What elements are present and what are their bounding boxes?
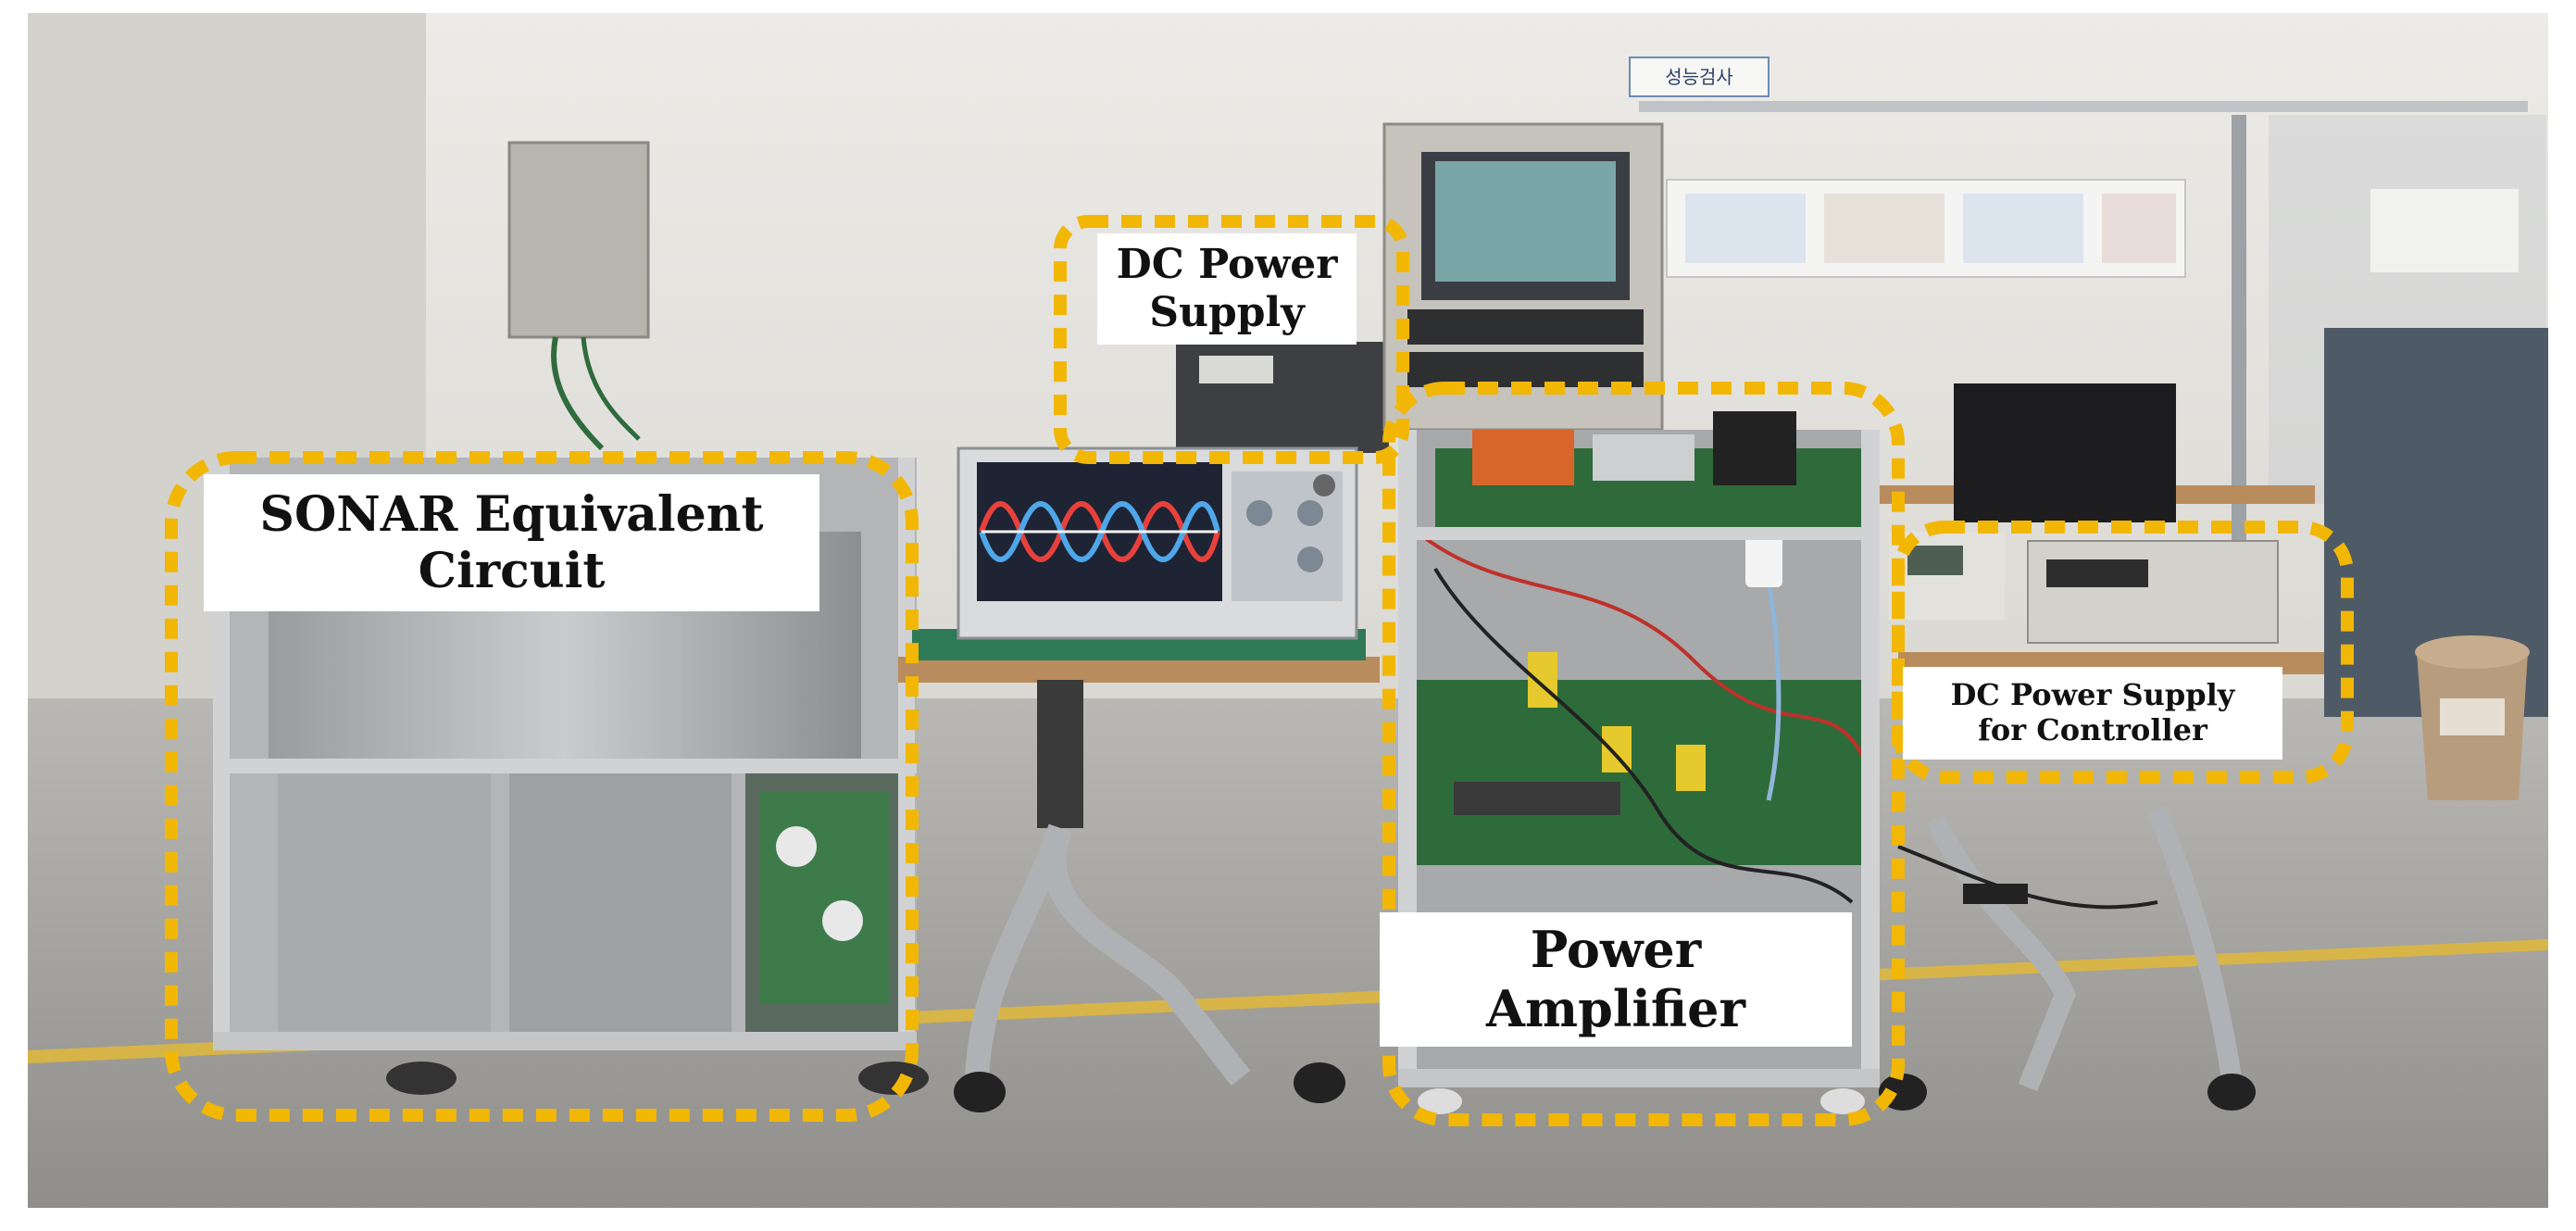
power-amplifier-label: Power Amplifier	[1380, 912, 1852, 1047]
sonar-label-line2: Circuit	[418, 543, 606, 599]
dc-power-supply-label: DC Power Supply	[1097, 233, 1357, 345]
oscilloscope	[957, 446, 1358, 640]
dc-supply-label-line1: DC Power	[1116, 241, 1338, 289]
dc-supply-outline	[1054, 215, 1409, 464]
controller-label-line2: for Controller	[1978, 712, 2207, 747]
controller-outline	[1892, 521, 2354, 784]
amplifier-label-line2: Amplifier	[1486, 978, 1745, 1038]
rack-tower	[1382, 122, 1664, 432]
sonar-label-line1: SONAR Equivalent	[259, 485, 764, 543]
sonar-outline	[165, 451, 919, 1122]
trash-bin	[2415, 635, 2530, 800]
oscilloscope-table	[898, 629, 1380, 1112]
controller-label-line1: DC Power Supply	[1950, 677, 2235, 713]
dc-power-supply-unit	[1176, 342, 1389, 453]
svg-text:성능검사: 성능검사	[1665, 66, 1733, 88]
wall-electrical-box	[507, 141, 650, 451]
dc-power-supply-controller-label: DC Power Supply for Controller	[1903, 667, 2282, 760]
controller-table	[1879, 383, 2324, 1111]
sonar-equivalent-circuit-label: SONAR Equivalent Circuit	[204, 474, 819, 611]
dc-supply-label-line2: Supply	[1149, 289, 1305, 336]
amplifier-label-line1: Power	[1530, 919, 1702, 979]
wall-sign: 성능검사	[1629, 57, 1769, 97]
